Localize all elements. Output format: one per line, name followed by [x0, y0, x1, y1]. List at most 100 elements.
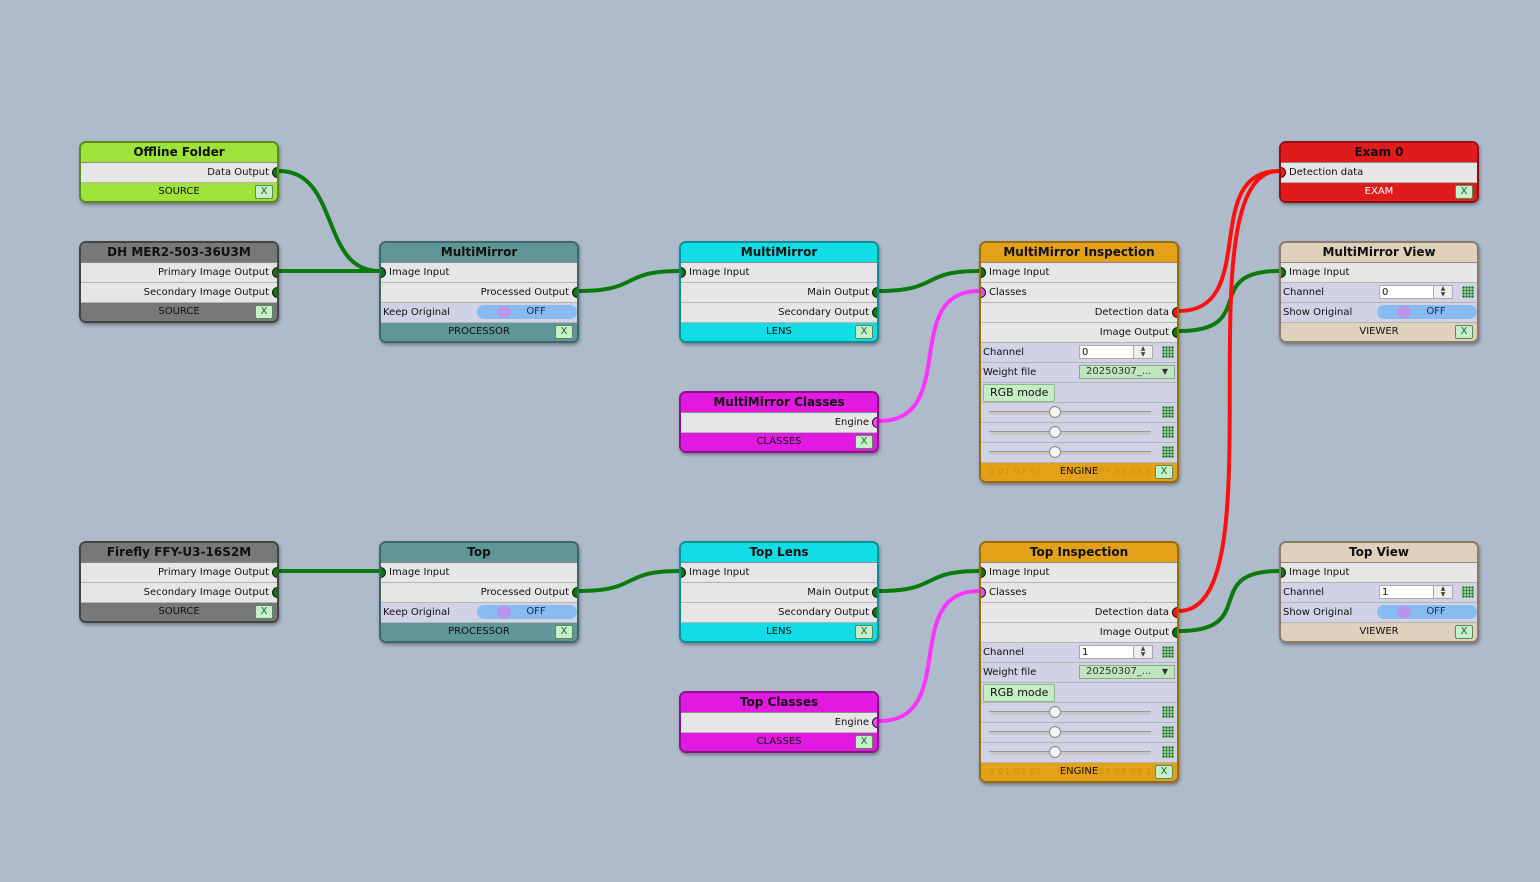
- slider-track[interactable]: [989, 431, 1151, 435]
- weight-file-dropdown[interactable]: 20250307_...▼: [1079, 665, 1175, 679]
- spinner-arrows-icon[interactable]: ▲▼: [1433, 285, 1453, 299]
- node-title[interactable]: MultiMirror Inspection: [981, 243, 1177, 263]
- node-title[interactable]: Top View: [1281, 543, 1477, 563]
- grid-icon[interactable]: [1162, 406, 1174, 418]
- slider-track[interactable]: [989, 751, 1151, 755]
- grid-icon[interactable]: [1162, 726, 1174, 738]
- channel-input[interactable]: 0: [1379, 285, 1435, 299]
- slider-track[interactable]: [989, 711, 1151, 715]
- input-port-icon[interactable]: [1281, 167, 1286, 178]
- node-title[interactable]: MultiMirror View: [1281, 243, 1477, 263]
- input-port-icon[interactable]: [981, 587, 986, 598]
- close-button[interactable]: X: [1155, 465, 1173, 479]
- show-original-toggle[interactable]: OFF: [1377, 605, 1477, 619]
- slider-track[interactable]: [989, 411, 1151, 415]
- close-button[interactable]: X: [1155, 765, 1173, 779]
- close-button[interactable]: X: [1455, 625, 1473, 639]
- slider-thumb[interactable]: [1049, 706, 1061, 718]
- node-title[interactable]: Top Lens: [681, 543, 877, 563]
- rgb-mode-button[interactable]: RGB mode: [983, 384, 1056, 402]
- input-port-icon[interactable]: [1281, 567, 1286, 578]
- node-multimirror-inspection[interactable]: MultiMirror Inspection Image Input Class…: [979, 241, 1179, 483]
- output-port-icon[interactable]: [272, 287, 277, 298]
- channel-input[interactable]: 0: [1079, 345, 1135, 359]
- input-port-icon[interactable]: [1281, 267, 1286, 278]
- output-port-icon[interactable]: [1172, 307, 1177, 318]
- output-port-icon[interactable]: [272, 167, 277, 178]
- input-port-icon[interactable]: [981, 267, 986, 278]
- close-button[interactable]: X: [1455, 185, 1473, 199]
- output-port-icon[interactable]: [572, 287, 577, 298]
- close-button[interactable]: X: [255, 305, 273, 319]
- close-button[interactable]: X: [855, 625, 873, 639]
- output-port-icon[interactable]: [272, 567, 277, 578]
- grid-icon[interactable]: [1162, 346, 1174, 358]
- input-port-icon[interactable]: [981, 287, 986, 298]
- grid-icon[interactable]: [1162, 426, 1174, 438]
- node-title[interactable]: Top Inspection: [981, 543, 1177, 563]
- channel-input[interactable]: 1: [1379, 585, 1435, 599]
- output-port-icon[interactable]: [272, 587, 277, 598]
- grid-icon[interactable]: [1162, 646, 1174, 658]
- grid-icon[interactable]: [1462, 286, 1474, 298]
- grid-icon[interactable]: [1462, 586, 1474, 598]
- input-port-icon[interactable]: [681, 267, 686, 278]
- slider-track[interactable]: [989, 731, 1151, 735]
- keep-original-toggle[interactable]: OFF: [477, 305, 577, 319]
- grid-icon[interactable]: [1162, 446, 1174, 458]
- output-port-icon[interactable]: [872, 287, 877, 298]
- close-button[interactable]: X: [555, 325, 573, 339]
- channel-input[interactable]: 1: [1079, 645, 1135, 659]
- node-multimirror-lens[interactable]: MultiMirror Image Input Main Output Seco…: [679, 241, 879, 343]
- output-port-icon[interactable]: [872, 587, 877, 598]
- node-title[interactable]: Exam 0: [1281, 143, 1477, 163]
- node-dh-mer2[interactable]: DH MER2-503-36U3M Primary Image Output S…: [79, 241, 279, 323]
- node-title[interactable]: Top Classes: [681, 693, 877, 713]
- node-firefly[interactable]: Firefly FFY-U3-16S2M Primary Image Outpu…: [79, 541, 279, 623]
- slider-track[interactable]: [989, 451, 1151, 455]
- slider-thumb[interactable]: [1049, 406, 1061, 418]
- close-button[interactable]: X: [855, 325, 873, 339]
- input-port-icon[interactable]: [681, 567, 686, 578]
- show-original-toggle[interactable]: OFF: [1377, 305, 1477, 319]
- output-port-icon[interactable]: [872, 607, 877, 618]
- node-title[interactable]: Top: [381, 543, 577, 563]
- node-title[interactable]: DH MER2-503-36U3M: [81, 243, 277, 263]
- output-port-icon[interactable]: [1172, 627, 1177, 638]
- slider-thumb[interactable]: [1049, 426, 1061, 438]
- weight-file-dropdown[interactable]: 20250307_...▼: [1079, 365, 1175, 379]
- grid-icon[interactable]: [1162, 746, 1174, 758]
- node-top-lens[interactable]: Top Lens Image Input Main Output Seconda…: [679, 541, 879, 643]
- rgb-mode-button[interactable]: RGB mode: [983, 684, 1056, 702]
- close-button[interactable]: X: [855, 735, 873, 749]
- keep-original-toggle[interactable]: OFF: [477, 605, 577, 619]
- input-port-icon[interactable]: [381, 267, 386, 278]
- close-button[interactable]: X: [855, 435, 873, 449]
- close-button[interactable]: X: [1455, 325, 1473, 339]
- slider-thumb[interactable]: [1049, 446, 1061, 458]
- slider-thumb[interactable]: [1049, 746, 1061, 758]
- close-button[interactable]: X: [255, 605, 273, 619]
- spinner-arrows-icon[interactable]: ▲▼: [1433, 585, 1453, 599]
- slider-thumb[interactable]: [1049, 726, 1061, 738]
- node-title[interactable]: Offline Folder: [81, 143, 277, 163]
- node-title[interactable]: Firefly FFY-U3-16S2M: [81, 543, 277, 563]
- close-button[interactable]: X: [555, 625, 573, 639]
- output-port-icon[interactable]: [872, 307, 877, 318]
- node-top-inspection[interactable]: Top Inspection Image Input Classes Detec…: [979, 541, 1179, 783]
- output-port-icon[interactable]: [872, 717, 877, 728]
- spinner-arrows-icon[interactable]: ▲▼: [1133, 645, 1153, 659]
- output-port-icon[interactable]: [1172, 607, 1177, 618]
- node-title[interactable]: MultiMirror: [681, 243, 877, 263]
- grid-icon[interactable]: [1162, 706, 1174, 718]
- node-top-processor[interactable]: Top Image Input Processed Output Keep Or…: [379, 541, 579, 643]
- node-multimirror-processor[interactable]: MultiMirror Image Input Processed Output…: [379, 241, 579, 343]
- spinner-arrows-icon[interactable]: ▲▼: [1133, 345, 1153, 359]
- node-title[interactable]: MultiMirror: [381, 243, 577, 263]
- output-port-icon[interactable]: [1172, 327, 1177, 338]
